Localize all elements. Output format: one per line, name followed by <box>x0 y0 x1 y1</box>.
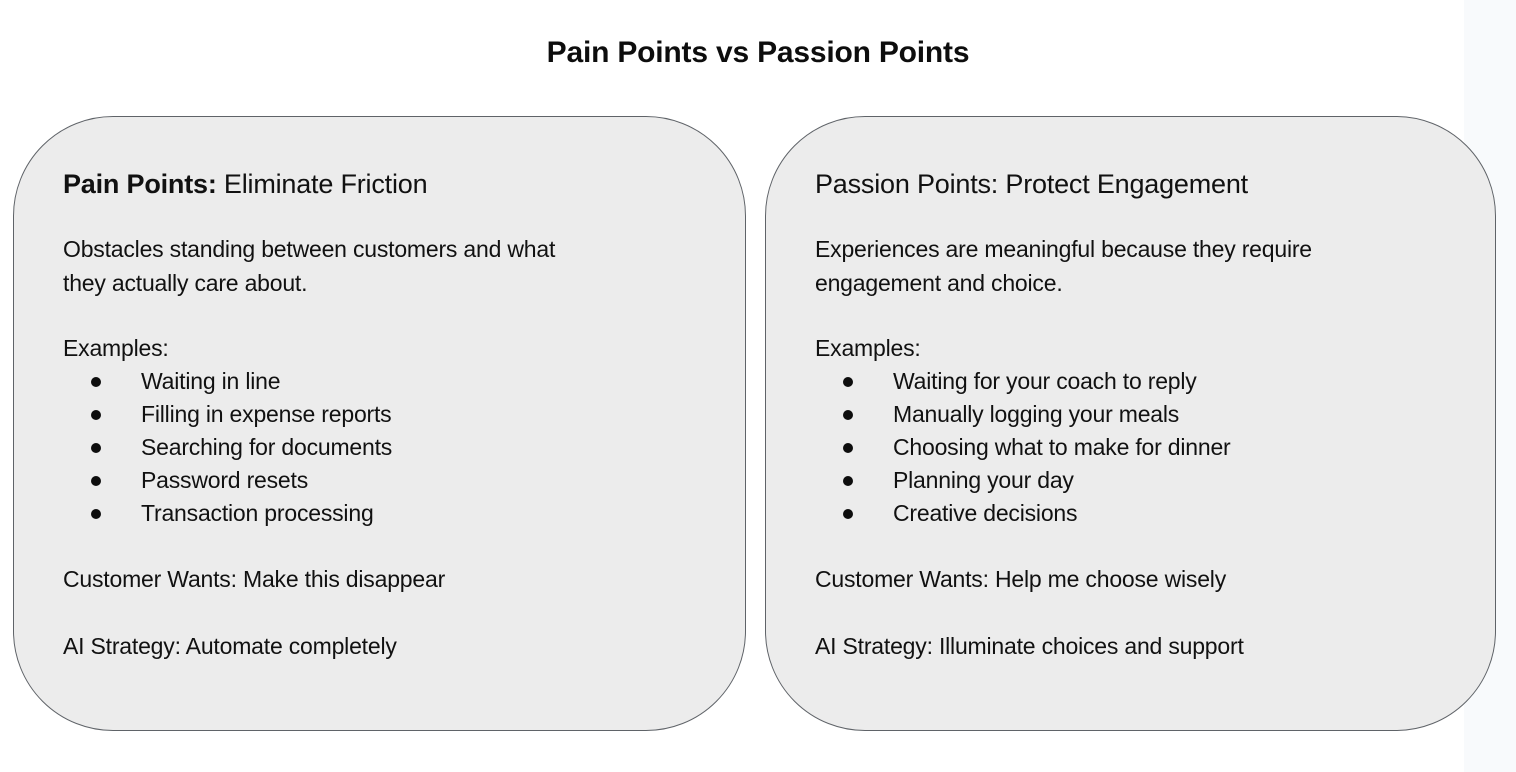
pain-points-ai-strategy: AI Strategy: Automate completely <box>63 633 397 659</box>
passion-points-customer-wants: Customer Wants: Help me choose wisely <box>815 566 1227 592</box>
pain-points-heading-rest: Eliminate Friction <box>216 169 428 199</box>
pain-points-card: Pain Points: Eliminate Friction Obstacle… <box>13 116 746 731</box>
passion-points-card: Passion Points: Protect Engagement Exper… <box>765 116 1496 731</box>
example-item: Searching for documents <box>63 431 707 464</box>
example-item: Transaction processing <box>63 497 707 530</box>
example-item: Manually logging your meals <box>815 398 1457 431</box>
passion-points-heading-rest: Passion Points: Protect Engagement <box>815 169 1248 199</box>
pain-points-heading: Pain Points: Eliminate Friction <box>63 166 707 202</box>
example-item: Creative decisions <box>815 497 1457 530</box>
pain-points-customer-wants: Customer Wants: Make this disappear <box>63 566 446 592</box>
passion-points-description: Experiences are meaningful because they … <box>815 236 1312 296</box>
example-item: Planning your day <box>815 464 1457 497</box>
pain-points-examples-label: Examples: <box>63 335 169 361</box>
pain-points-description: Obstacles standing between customers and… <box>63 236 556 296</box>
example-item: Password resets <box>63 464 707 497</box>
passion-points-examples-label: Examples: <box>815 335 921 361</box>
example-item: Choosing what to make for dinner <box>815 431 1457 464</box>
passion-points-examples-list: Waiting for your coach to reply Manually… <box>815 365 1457 530</box>
passion-points-heading: Passion Points: Protect Engagement <box>815 166 1457 202</box>
pain-points-heading-term: Pain Points: <box>63 169 217 199</box>
diagram-title: Pain Points vs Passion Points <box>546 36 970 69</box>
passion-points-ai-strategy: AI Strategy: Illuminate choices and supp… <box>815 633 1244 659</box>
example-item: Waiting in line <box>63 365 707 398</box>
pain-points-examples-list: Waiting in line Filling in expense repor… <box>63 365 707 530</box>
example-item: Waiting for your coach to reply <box>815 365 1457 398</box>
example-item: Filling in expense reports <box>63 398 707 431</box>
